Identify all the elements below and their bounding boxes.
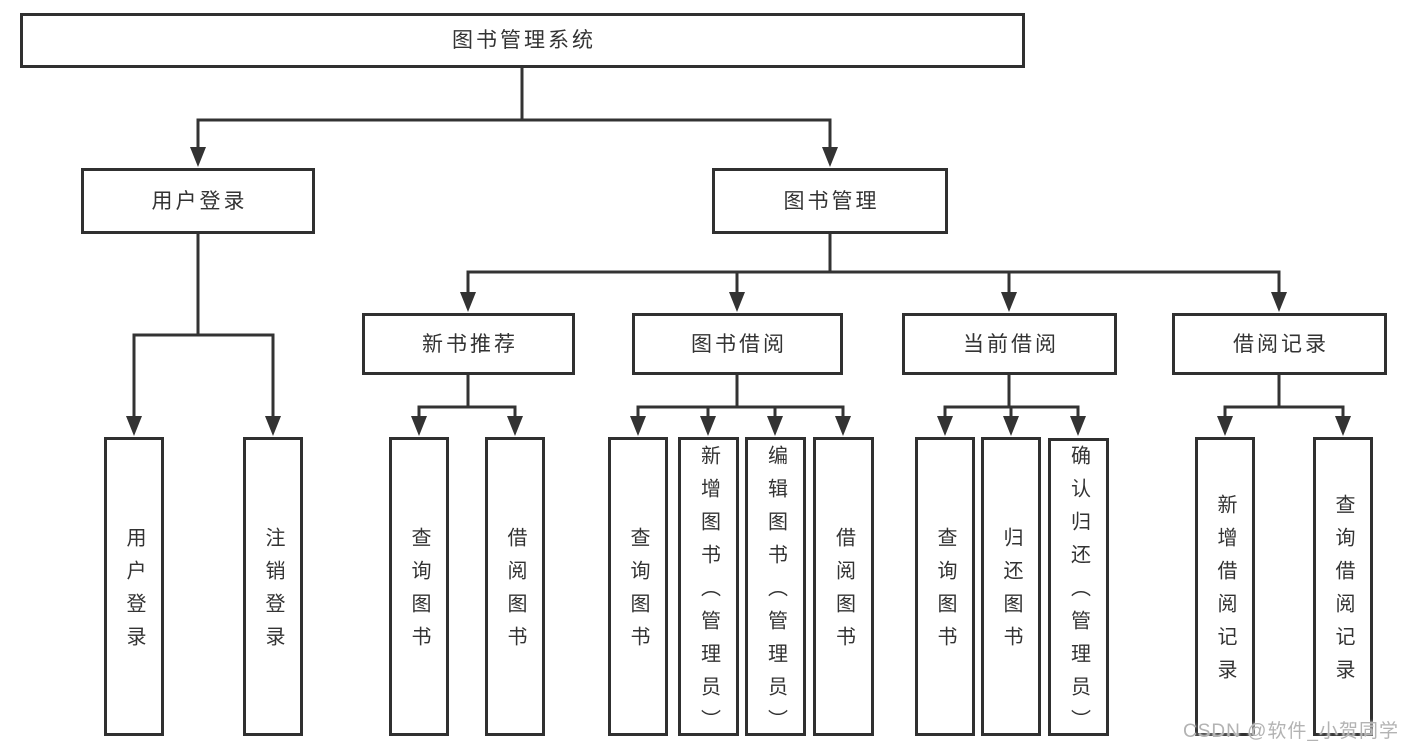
node-new-book-recommend: 新书推荐: [362, 313, 575, 375]
node-label: 新书推荐: [422, 332, 518, 356]
node-label: 图书借阅: [691, 332, 787, 356]
leaf-label: 查询借阅记录: [1332, 494, 1354, 692]
node-label: 借阅记录: [1233, 332, 1329, 356]
node-label: 用户登录: [151, 189, 248, 213]
leaf-user-login: 用户登录: [104, 437, 164, 736]
leaf-add-book-admin: 新增图书（管理员）: [678, 437, 739, 742]
node-library-management-system: 图书管理系统: [20, 13, 1025, 68]
node-book-management: 图书管理: [712, 168, 948, 234]
node-current-borrow: 当前借阅: [902, 313, 1117, 375]
leaf-edit-book-admin: 编辑图书（管理员）: [745, 437, 806, 742]
leaf-label: 借阅图书: [504, 527, 526, 659]
node-label: 图书管理: [783, 189, 880, 213]
node-label: 当前借阅: [963, 332, 1059, 356]
leaf-label: 新增图书（管理员）: [697, 444, 720, 742]
csdn-watermark: CSDN @软件_小贺同学: [1183, 721, 1399, 742]
leaf-label: 编辑图书（管理员）: [764, 444, 787, 742]
leaf-label: 查询图书: [934, 527, 956, 659]
leaf-borrow-books: 借阅图书: [813, 437, 874, 736]
node-user-login: 用户登录: [81, 168, 315, 234]
leaf-logout: 注销登录: [243, 437, 303, 736]
leaf-borrow-books-recommend: 借阅图书: [485, 437, 545, 736]
leaf-label: 注销登录: [262, 527, 284, 659]
leaf-query-books-borrow: 查询图书: [608, 437, 668, 736]
leaf-query-borrow-record: 查询借阅记录: [1313, 437, 1373, 736]
leaf-add-borrow-record: 新增借阅记录: [1195, 437, 1255, 736]
leaf-label: 确认归还（管理员）: [1067, 445, 1090, 742]
leaf-return-book: 归还图书: [981, 437, 1041, 736]
leaf-label: 用户登录: [123, 527, 145, 659]
leaf-label: 查询图书: [408, 527, 430, 659]
leaf-query-books-current: 查询图书: [915, 437, 975, 736]
leaf-confirm-return-admin: 确认归还（管理员）: [1048, 438, 1109, 742]
leaf-label: 新增借阅记录: [1214, 494, 1236, 692]
node-label: 图书管理系统: [452, 29, 596, 52]
node-book-borrow: 图书借阅: [632, 313, 843, 375]
leaf-label: 查询图书: [627, 527, 649, 659]
leaf-query-books-recommend: 查询图书: [389, 437, 449, 736]
leaf-label: 借阅图书: [832, 527, 855, 659]
leaf-label: 归还图书: [1000, 527, 1022, 659]
node-borrow-records: 借阅记录: [1172, 313, 1387, 375]
